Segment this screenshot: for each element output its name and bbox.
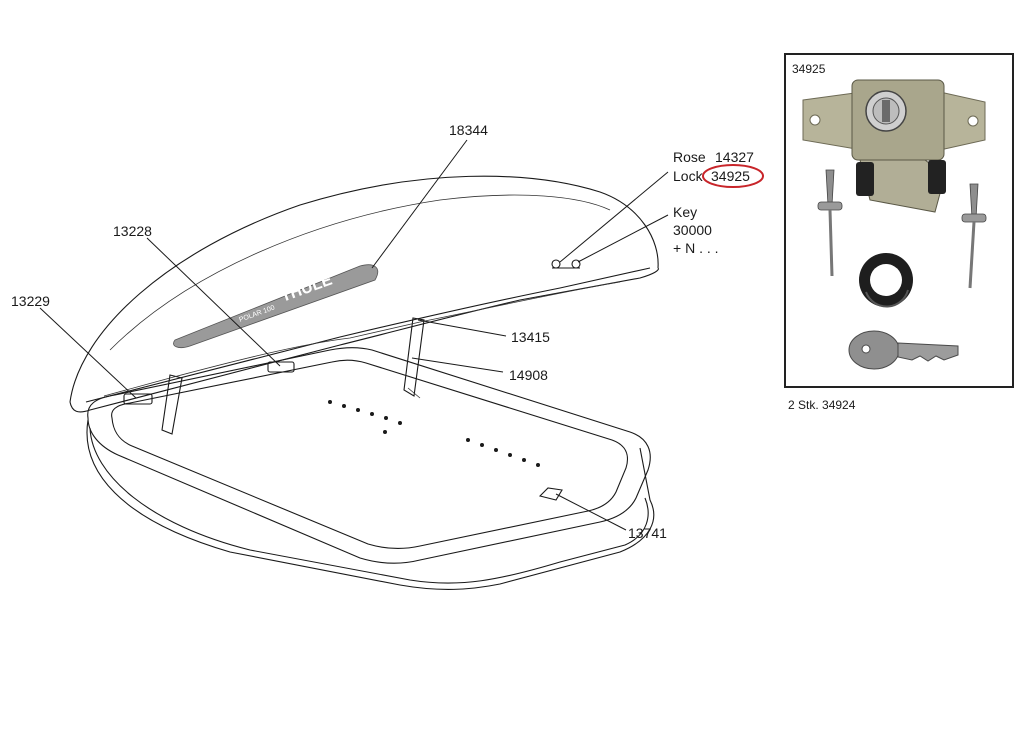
inset-caption: 2 Stk. 34924 bbox=[788, 398, 856, 412]
callout-13229: 13229 bbox=[11, 293, 50, 309]
floor-holes bbox=[328, 400, 540, 467]
lock-number-highlight bbox=[702, 164, 764, 188]
hinge-slot-mid bbox=[267, 361, 295, 373]
callout-key-number: 30000 bbox=[673, 222, 712, 238]
base-clip bbox=[538, 487, 563, 501]
callout-rose-label: Rose bbox=[673, 149, 706, 165]
rivet-icon bbox=[817, 169, 843, 277]
key-icon bbox=[848, 330, 959, 370]
leader-lines bbox=[39, 139, 669, 531]
lid-struts bbox=[161, 317, 425, 435]
callout-key-extra: + N . . . bbox=[673, 240, 719, 256]
rivet-icon bbox=[961, 183, 987, 289]
callout-lock-number: 34925 bbox=[711, 168, 750, 184]
hinge-slot-left bbox=[123, 393, 153, 405]
callout-13228: 13228 bbox=[113, 223, 152, 239]
callout-key-label: Key bbox=[673, 204, 697, 220]
callout-labels: 18344 13228 13229 13415 14908 13741 Rose… bbox=[11, 122, 764, 541]
box-base bbox=[86, 347, 655, 590]
callout-13415: 13415 bbox=[511, 329, 550, 345]
box-lid: THULE POLAR 100 bbox=[69, 175, 659, 413]
callout-13741: 13741 bbox=[628, 525, 667, 541]
inset-part-number: 34925 bbox=[792, 62, 826, 76]
lock-inset-panel: 34925 bbox=[784, 53, 1014, 388]
logo-band bbox=[173, 264, 379, 348]
callout-rose-number: 14327 bbox=[715, 149, 754, 165]
callout-14908: 14908 bbox=[509, 367, 548, 383]
lock-assembly-photo bbox=[802, 79, 986, 213]
callout-lock-label: Lock bbox=[673, 168, 704, 184]
callout-18344: 18344 bbox=[449, 122, 488, 138]
rose-ring-icon bbox=[859, 253, 913, 308]
